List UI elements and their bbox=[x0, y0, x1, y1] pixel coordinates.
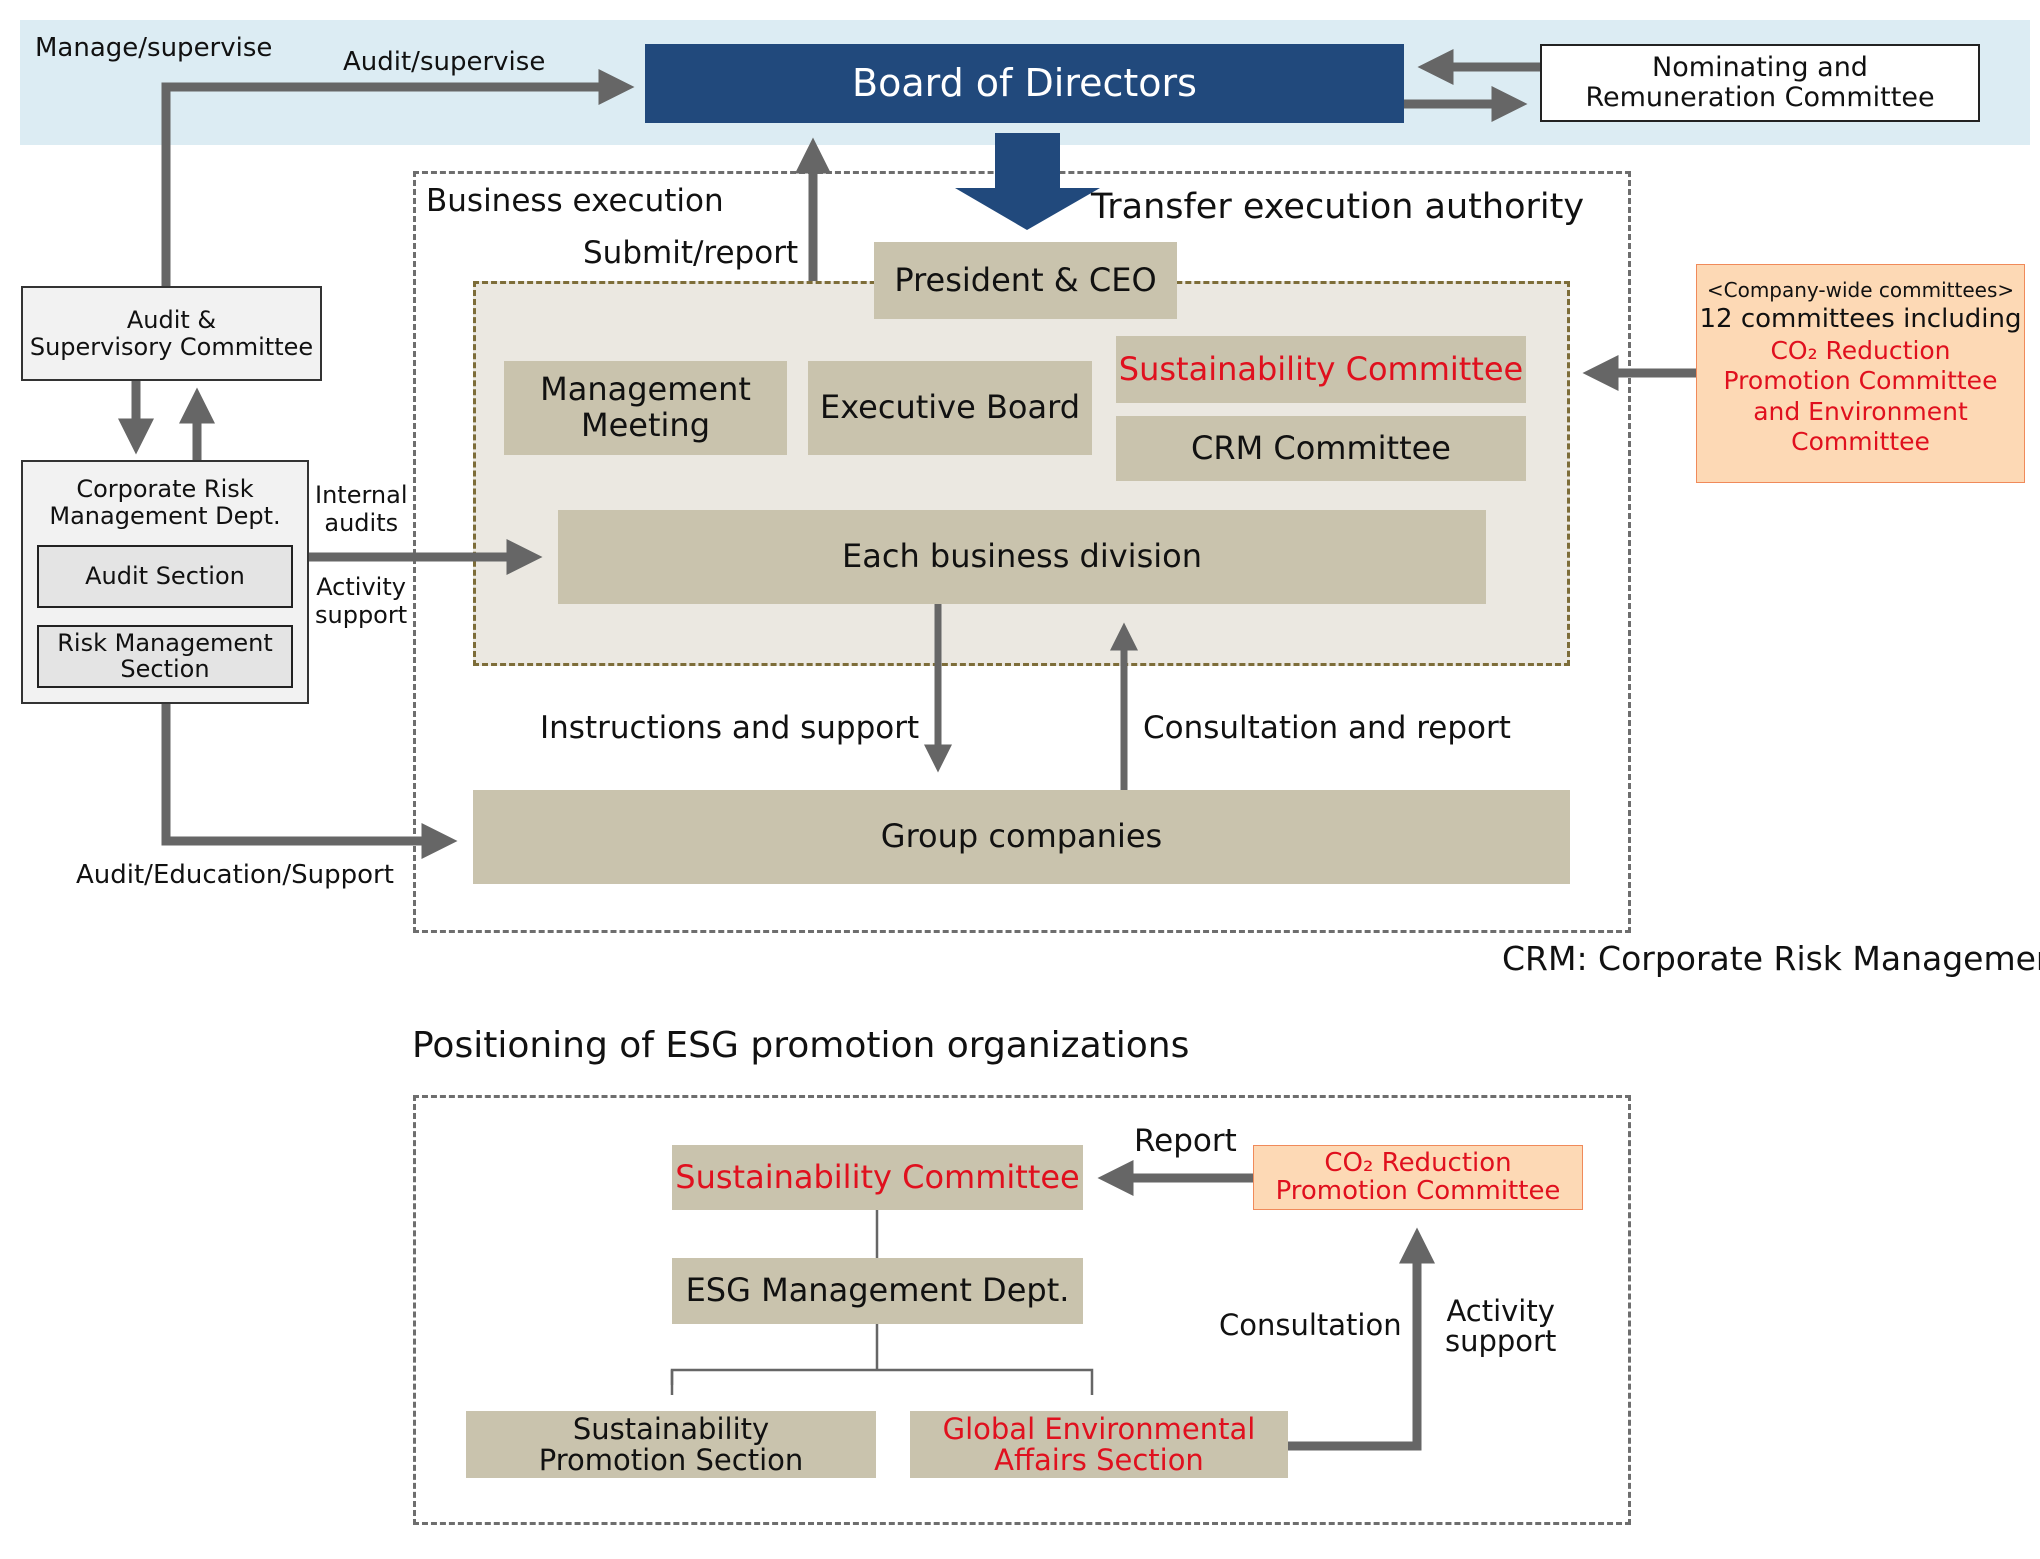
risk-management-section-box[interactable]: Risk Management Section bbox=[37, 625, 293, 688]
company-wide-red-4: Committee bbox=[1791, 427, 1930, 456]
company-wide-line1: 12 committees including bbox=[1699, 304, 2022, 334]
co2-line-2: Promotion Committee bbox=[1275, 1175, 1561, 1206]
group-companies-label: Group companies bbox=[880, 817, 1163, 856]
audit-committee-line-1: Audit & bbox=[126, 305, 217, 334]
co2-line-1: CO₂ Reduction bbox=[1324, 1148, 1512, 1179]
sust-promo-line-2: Promotion Section bbox=[538, 1442, 804, 1477]
nominating-committee-box[interactable]: Nominating and Remuneration Committee bbox=[1540, 44, 1980, 122]
executive-board-label: Executive Board bbox=[819, 388, 1080, 427]
company-wide-red-3: and Environment bbox=[1753, 396, 1968, 426]
label-submit-report: Submit/report bbox=[583, 235, 799, 271]
crm-footnote: CRM: Corporate Risk Management bbox=[1502, 939, 2040, 978]
esg-frame bbox=[413, 1095, 1631, 1525]
management-meeting-box[interactable]: Management Meeting bbox=[504, 361, 787, 455]
crm-committee-box[interactable]: CRM Committee bbox=[1116, 416, 1526, 481]
crm-dept-line-1: Corporate Risk bbox=[76, 475, 254, 503]
sustainability-promotion-section-box[interactable]: Sustainability Promotion Section bbox=[466, 1411, 876, 1478]
global-env-line-1: Global Environmental bbox=[942, 1412, 1256, 1447]
nominating-line-2: Remuneration Committee bbox=[1585, 82, 1935, 113]
esg-section-title: Positioning of ESG promotion organizatio… bbox=[412, 1025, 1190, 1066]
co2-reduction-committee-box[interactable]: CO₂ Reduction Promotion Committee bbox=[1253, 1145, 1583, 1210]
risk-section-line-2: Section bbox=[120, 654, 210, 683]
audit-supervisory-committee-box[interactable]: Audit & Supervisory Committee bbox=[21, 286, 322, 381]
esg-management-dept-box[interactable]: ESG Management Dept. bbox=[672, 1258, 1083, 1324]
company-wide-committees-box[interactable]: <Company-wide committees> 12 committees … bbox=[1696, 264, 2025, 483]
each-business-division-label: Each business division bbox=[842, 537, 1202, 576]
risk-section-line-1: Risk Management bbox=[57, 629, 273, 658]
arrow-audit-supervise bbox=[161, 69, 635, 286]
global-env-line-2: Affairs Section bbox=[994, 1442, 1204, 1477]
president-ceo-box[interactable]: President & CEO bbox=[874, 242, 1177, 319]
label-consultation: Consultation bbox=[1219, 1308, 1402, 1342]
management-meeting-line-2: Meeting bbox=[580, 406, 710, 444]
audit-committee-line-2: Supervisory Committee bbox=[29, 332, 314, 361]
label-internal-audits: Internal audits bbox=[315, 481, 408, 537]
executive-board-box[interactable]: Executive Board bbox=[808, 361, 1092, 455]
transfer-authority-arrow bbox=[955, 133, 1100, 230]
esg-sustainability-committee-box[interactable]: Sustainability Committee bbox=[672, 1145, 1083, 1210]
sustainability-committee-box[interactable]: Sustainability Committee bbox=[1116, 336, 1526, 403]
company-wide-header: <Company-wide committees> bbox=[1706, 278, 2015, 302]
sustainability-committee-label: Sustainability Committee bbox=[1118, 349, 1524, 388]
global-environmental-section-box[interactable]: Global Environmental Affairs Section bbox=[910, 1411, 1288, 1478]
label-manage-supervise: Manage/supervise bbox=[35, 33, 273, 63]
label-audit-supervise: Audit/supervise bbox=[343, 47, 546, 77]
label-transfer-authority: Transfer execution authority bbox=[1091, 187, 1585, 227]
label-activity-support-esg: Activity support bbox=[1445, 1294, 1557, 1359]
president-ceo-label: President & CEO bbox=[894, 260, 1157, 299]
arrow-audit-education-support bbox=[161, 704, 458, 859]
board-of-directors-box[interactable]: Board of Directors bbox=[645, 44, 1404, 123]
tree-line-dept-to-sections bbox=[670, 1324, 1094, 1395]
business-execution-title: Business execution bbox=[426, 183, 724, 219]
audit-section-label: Audit Section bbox=[85, 562, 245, 591]
label-report: Report bbox=[1134, 1123, 1237, 1159]
each-business-division-box[interactable]: Each business division bbox=[558, 510, 1486, 604]
label-instructions-support: Instructions and support bbox=[540, 710, 920, 746]
audit-section-box[interactable]: Audit Section bbox=[37, 545, 293, 608]
group-companies-box[interactable]: Group companies bbox=[473, 790, 1570, 884]
nominating-line-1: Nominating and bbox=[1652, 51, 1868, 83]
arrow-global-env-to-co2 bbox=[1288, 1227, 1435, 1451]
label-activity-support-audit: Activity support bbox=[315, 573, 408, 629]
company-wide-red-1: CO₂ Reduction bbox=[1770, 335, 1951, 365]
esg-management-dept-label: ESG Management Dept. bbox=[685, 1271, 1070, 1310]
esg-sustainability-committee-label: Sustainability Committee bbox=[675, 1157, 1080, 1196]
crm-dept-line-2: Management Dept. bbox=[49, 501, 281, 530]
sust-promo-line-1: Sustainability bbox=[572, 1412, 770, 1447]
label-audit-education-support: Audit/Education/Support bbox=[76, 860, 394, 890]
company-wide-red-2: Promotion Committee bbox=[1723, 366, 1998, 395]
label-consultation-report: Consultation and report bbox=[1143, 710, 1511, 746]
board-of-directors-label: Board of Directors bbox=[852, 61, 1197, 106]
crm-committee-label: CRM Committee bbox=[1191, 428, 1451, 467]
management-meeting-line-1: Management bbox=[540, 370, 751, 409]
